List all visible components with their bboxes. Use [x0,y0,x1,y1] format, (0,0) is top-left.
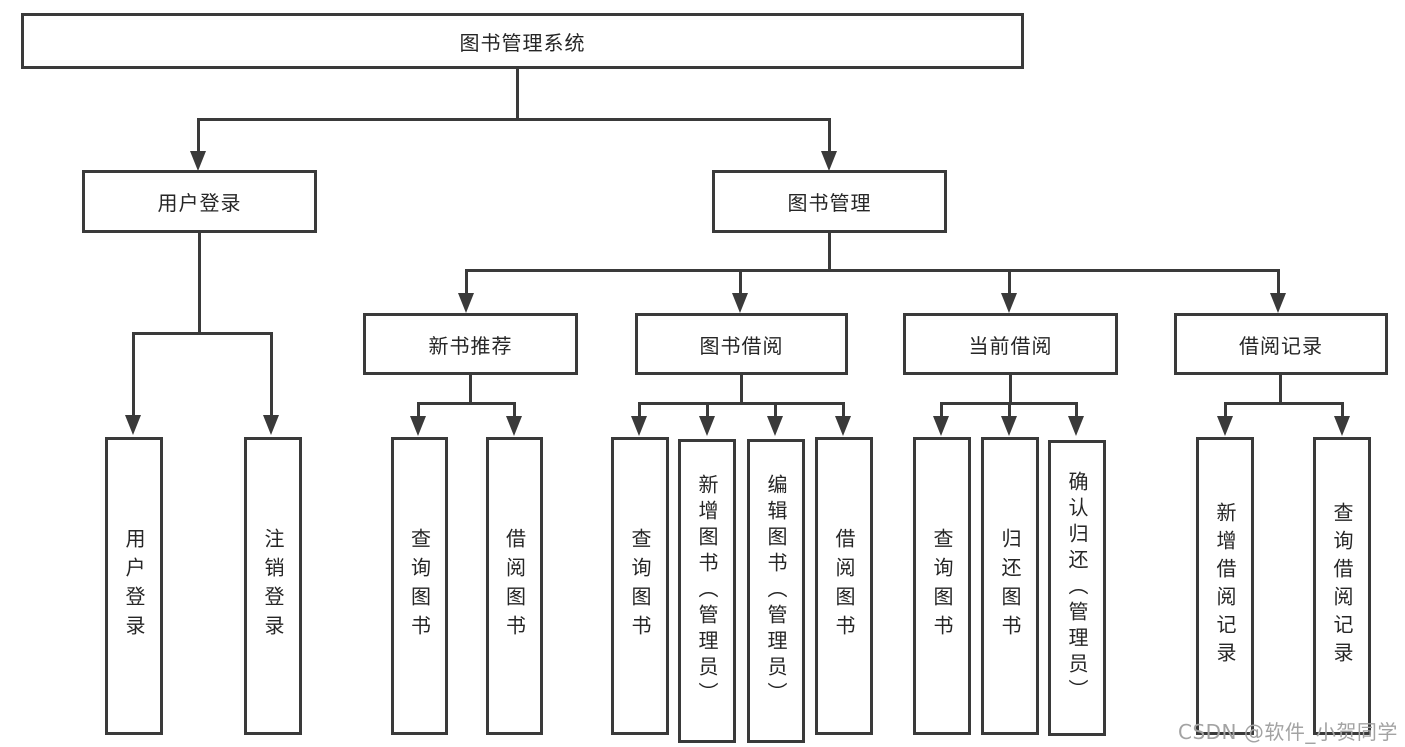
leaf-confirm-return-admin: 确认归还（管理员） [1048,440,1106,736]
connector-line [1008,402,1011,417]
connector-line [1075,402,1078,417]
connector-line [132,332,273,335]
connector-line [465,269,468,294]
arrow-down-icon [835,416,851,436]
arrow-down-icon [1068,416,1084,436]
leaf-label: 新增借阅记录 [1213,502,1237,670]
node-new-book-recommendation: 新书推荐 [363,313,578,375]
leaf-label: 查询借阅记录 [1330,502,1354,670]
connector-line [842,402,845,417]
leaf-logout: 注销登录 [244,437,302,735]
leaf-add-borrow-record: 新增借阅记录 [1196,437,1254,735]
connector-line [270,332,273,416]
arrow-down-icon [190,151,206,171]
arrow-down-icon [732,293,748,313]
arrow-down-icon [699,416,715,436]
connector-line [940,402,943,417]
arrow-down-icon [506,416,522,436]
node-user-login: 用户登录 [82,170,317,233]
connector-line [1341,402,1344,417]
leaf-borrow-books-recommend: 借阅图书 [486,437,543,735]
connector-line [828,233,831,272]
leaf-add-book-admin: 新增图书（管理员） [678,439,736,743]
connector-line [1009,375,1012,405]
node-label: 当前借阅 [968,333,1053,358]
leaf-query-books-current: 查询图书 [913,437,971,735]
leaf-label: 查询图书 [628,528,652,644]
node-label: 用户登录 [157,191,242,215]
leaf-user-login: 用户登录 [105,437,163,735]
arrow-down-icon [263,415,279,435]
connector-line [469,375,472,405]
connector-line [774,402,777,417]
leaf-label: 归还图书 [998,528,1022,644]
arrow-down-icon [1217,416,1233,436]
node-label: 图书借阅 [699,333,784,358]
leaf-label: 编辑图书（管理员） [764,474,788,708]
connector-line [197,118,200,152]
connector-line [1224,402,1344,405]
connector-line [513,402,516,417]
arrow-down-icon [1334,416,1350,436]
leaf-query-books-borrowing: 查询图书 [611,437,669,735]
csdn-watermark: CSDN @软件_小贺同学 [1178,720,1398,744]
connector-line [417,402,516,405]
node-book-management: 图书管理 [712,170,947,233]
connector-line [638,402,641,417]
leaf-edit-book-admin: 编辑图书（管理员） [747,439,805,743]
connector-line [1008,269,1011,294]
leaf-return-books: 归还图书 [981,437,1039,735]
connector-line [516,69,519,120]
leaf-label: 注销登录 [261,528,285,644]
arrow-down-icon [1001,416,1017,436]
connector-line [740,375,743,405]
leaf-label: 查询图书 [930,528,954,644]
connector-line [197,118,830,121]
leaf-label: 借阅图书 [832,528,856,644]
leaf-label: 借阅图书 [502,528,527,644]
arrow-down-icon [458,293,474,313]
arrow-down-icon [1270,293,1286,313]
node-label: 图书管理系统 [459,30,586,55]
leaf-borrow-books-borrowing: 借阅图书 [815,437,873,735]
connector-line [1277,269,1280,294]
connector-line [828,118,831,152]
node-label: 新书推荐 [428,333,513,358]
leaf-label: 新增图书（管理员） [695,474,719,708]
node-current-borrowing: 当前借阅 [903,313,1118,375]
connector-line [1279,375,1282,405]
node-library-system-root: 图书管理系统 [21,13,1024,69]
arrow-down-icon [125,415,141,435]
arrow-down-icon [767,416,783,436]
node-label: 借阅记录 [1239,333,1323,358]
connector-line [638,402,845,405]
leaf-query-books-recommend: 查询图书 [391,437,448,735]
leaf-label: 查询图书 [407,528,432,644]
leaf-label: 用户登录 [122,528,146,644]
connector-line [706,402,709,417]
arrow-down-icon [821,151,837,171]
leaf-label: 确认归还（管理员） [1065,471,1089,705]
arrow-down-icon [410,416,426,436]
leaf-query-borrow-record: 查询借阅记录 [1313,437,1371,735]
connector-line [198,233,201,335]
arrow-down-icon [1001,293,1017,313]
connector-line [1224,402,1227,417]
node-book-borrowing: 图书借阅 [635,313,848,375]
connector-line [417,402,420,417]
connector-line [132,332,135,416]
arrow-down-icon [933,416,949,436]
node-label: 图书管理 [787,191,872,215]
node-borrowing-records: 借阅记录 [1174,313,1388,375]
arrow-down-icon [631,416,647,436]
connector-line [739,269,742,294]
connector-line [465,269,1280,272]
